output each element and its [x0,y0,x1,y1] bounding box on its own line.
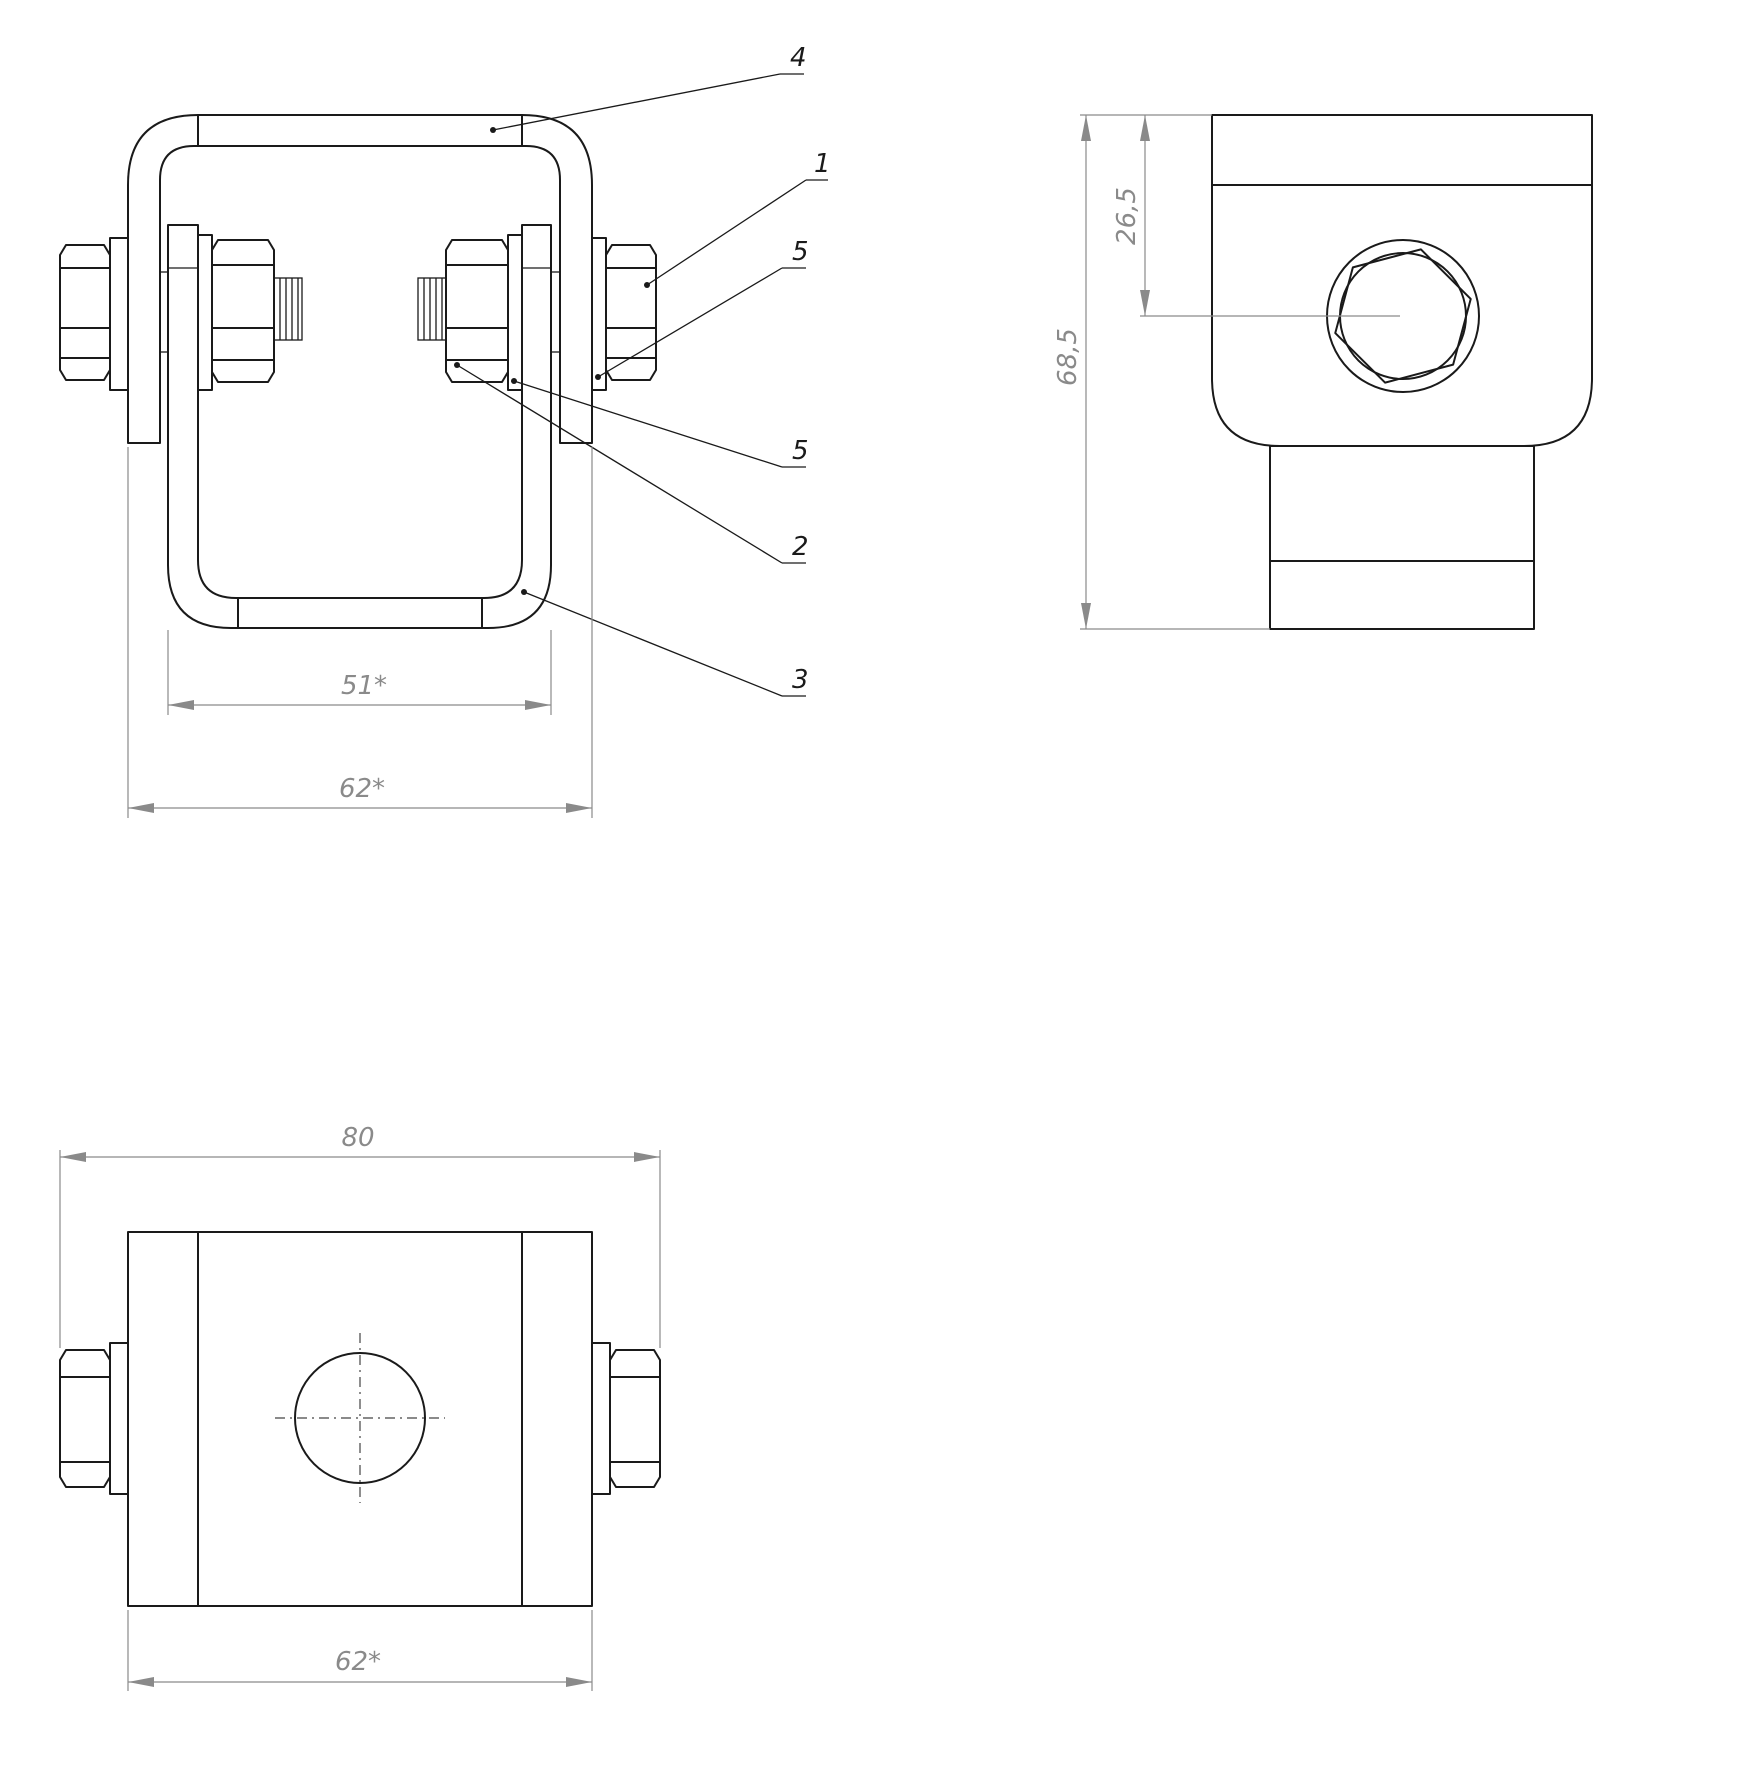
leader-label-4: 4 [790,43,807,73]
dimension-body-width: 62* [127,1610,593,1691]
outer-bracket [127,114,593,444]
leader-5-upper: 5 [595,237,809,380]
top-washer-left [109,1342,129,1495]
leader-4: 4 [490,43,807,133]
dimension-label-26-5: 26,5 [1112,187,1142,245]
leader-5-lower: 5 [511,378,809,468]
top-washer-right [591,1342,611,1495]
inner-bracket [167,224,552,629]
dimension-outer-width: 62* [127,447,593,818]
dimension-inner-width: 51* [167,630,552,715]
top-bolt-head-left [59,1349,111,1488]
dimension-label-62-front: 62* [339,774,385,804]
dimension-total-height: 68,5 [1053,114,1270,630]
dimension-label-51: 51* [341,671,387,701]
leader-label-5-lower: 5 [792,436,809,466]
leader-1: 1 [644,149,831,288]
thread-right [417,277,447,341]
washer-right-outer [591,237,607,391]
leader-3: 3 [521,589,809,697]
dimension-label-68-5: 68,5 [1053,328,1083,386]
side-lower-bracket [1269,445,1535,630]
side-nut-hex [1334,248,1472,384]
nut-right-outer [605,244,657,381]
bolt-head-left [59,244,111,381]
dimension-label-62-top: 62* [335,1647,381,1677]
top-nut-right [609,1349,661,1488]
dimension-label-80: 80 [341,1123,374,1153]
side-view: 26,5 68,5 [1053,114,1593,630]
top-hole [294,1352,426,1484]
leader-2: 2 [454,362,809,564]
washer-right-inner [507,234,523,391]
dimension-total-width: 80 [59,1123,661,1348]
top-view: 80 62* [59,1123,661,1691]
thread-left [273,277,303,341]
leader-label-2: 2 [792,532,809,562]
side-body [1211,114,1593,447]
leader-label-5-upper: 5 [792,237,809,267]
nut-left [211,239,275,383]
leader-label-1: 1 [814,149,831,179]
washer-left-outer [109,237,129,391]
leader-label-3: 3 [792,665,809,695]
dimension-bolt-height: 26,5 [1112,114,1212,316]
washer-left-inner [197,234,213,391]
front-view: 4 1 5 5 2 3 [59,43,831,818]
